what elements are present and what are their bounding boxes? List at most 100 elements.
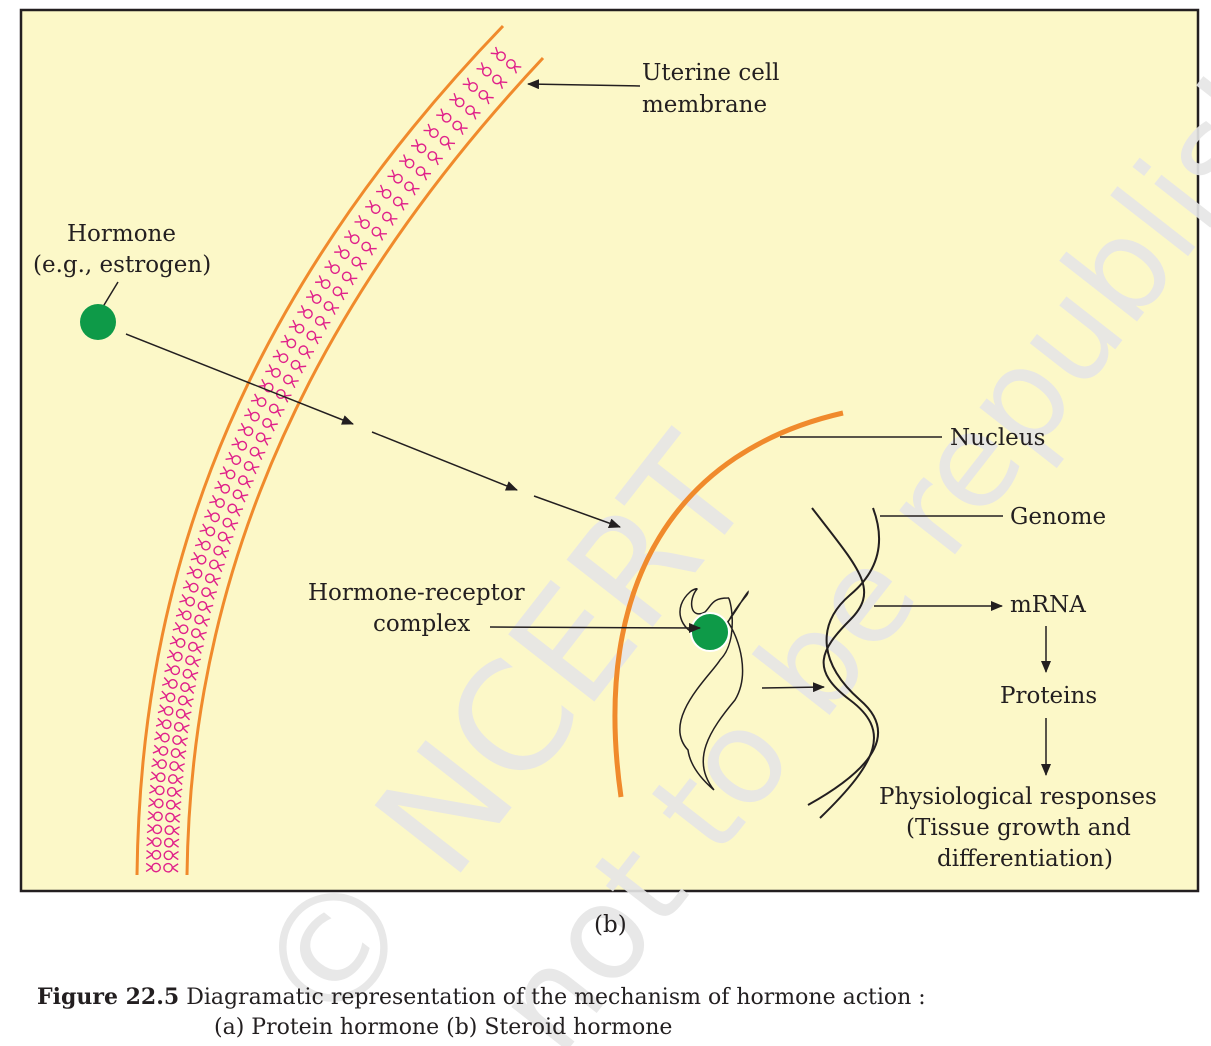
receptor-glyph <box>147 810 163 822</box>
receptor-glyph <box>219 466 236 480</box>
receptor-glyph <box>208 559 225 573</box>
hormone-path-arrow-3 <box>533 495 621 528</box>
receptor-glyph <box>492 74 508 89</box>
complex-pointer-arrow <box>489 622 701 633</box>
hormone-path-arrow-1 <box>125 333 354 425</box>
receptor-glyph <box>222 517 239 531</box>
proteins-label: Proteins <box>1000 683 1097 709</box>
membrane-outer-line <box>135 24 505 876</box>
membrane-label-line2: membrane <box>642 92 767 118</box>
receptor-glyph <box>376 184 392 199</box>
receptor-glyph <box>213 545 230 559</box>
receptor-glyph <box>151 758 167 770</box>
receptor-glyph <box>190 628 207 641</box>
receptor-glyph <box>387 169 403 184</box>
receptor-glyph <box>476 62 492 77</box>
hormone-molecule <box>80 304 116 340</box>
receptor-glyph <box>314 315 331 330</box>
receptor-glyph <box>149 771 166 783</box>
receptor-glyph <box>280 334 297 349</box>
receptor-glyph <box>175 607 192 621</box>
receptor-glyph <box>423 123 439 138</box>
receptor-glyph <box>161 677 178 689</box>
receptor-glyph <box>265 364 281 378</box>
responses-label-line2: (Tissue growth and <box>906 815 1131 841</box>
receptor-glyph <box>344 230 360 245</box>
receptor-glyph <box>478 89 494 105</box>
receptor-glyph <box>306 330 323 345</box>
receptor-glyph <box>164 825 180 836</box>
receptor-glyph <box>204 509 220 523</box>
membrane-label-line1: Uterine cell <box>642 60 780 86</box>
membrane-pointer-arrow <box>527 79 641 90</box>
receptor-glyph <box>214 480 231 494</box>
receptor-glyph <box>180 682 196 694</box>
receptor-glyph <box>186 565 203 579</box>
receptor-glyph <box>315 275 331 290</box>
receptor-glyph <box>392 196 409 211</box>
receptor-glyph <box>225 451 242 465</box>
receptor-glyph <box>283 374 299 389</box>
genome-label: Genome <box>1010 504 1106 530</box>
receptor-glyph <box>334 245 350 260</box>
panel-label: (b) <box>594 912 627 938</box>
responses-label-line1: Physiological responses <box>879 784 1157 810</box>
receptor-protein <box>679 588 749 791</box>
receptor-glyph <box>227 503 244 517</box>
receptor-glyph <box>194 614 211 627</box>
receptor-glyph <box>506 59 522 74</box>
receptor-glyph <box>365 199 381 214</box>
receptor-glyph <box>185 655 201 668</box>
receptor-glyph <box>163 862 179 873</box>
figure-caption: Figure 22.5 Diagramatic representation o… <box>37 982 1187 1043</box>
receptor-glyph <box>159 690 176 703</box>
receptor-glyph <box>197 600 214 614</box>
receptor-glyph <box>237 422 254 437</box>
receptor-glyph <box>427 151 443 166</box>
membrane-inner-line <box>185 56 545 876</box>
receptor-glyph <box>250 393 267 407</box>
receptor-glyph <box>194 537 211 551</box>
receptor-glyph <box>204 573 221 586</box>
receptor-glyph <box>381 211 398 226</box>
receptor-glyph <box>217 531 234 545</box>
receptor-glyph <box>341 271 358 286</box>
receptor-glyph <box>465 105 481 120</box>
receptor-glyph <box>415 166 432 181</box>
receptor-glyph <box>436 108 452 123</box>
receptor-glyph <box>243 461 260 475</box>
receptor-glyph <box>255 432 272 446</box>
receptor-glyph <box>272 349 289 364</box>
receptor-glyph <box>166 786 183 798</box>
receptor-glyph <box>182 580 199 593</box>
receptor-glyph <box>490 46 506 62</box>
receptor-glyph <box>146 837 162 848</box>
genome-strand-1 <box>811 507 875 819</box>
figure-number: Figure 22.5 <box>37 984 180 1010</box>
complex-to-genome-arrow <box>761 682 825 693</box>
receptor-glyph <box>323 301 340 315</box>
receptor-glyph <box>169 635 186 648</box>
receptor-glyph <box>232 489 249 503</box>
receptor-glyph <box>399 154 415 169</box>
receptor-glyph <box>351 256 367 271</box>
receptor-glyph <box>404 181 420 196</box>
responses-label-line3: differentiation) <box>937 846 1113 872</box>
receptor-glyph <box>172 621 189 635</box>
caption-line2: (a) Protein hormone (b) Steroid hormone <box>214 1015 673 1040</box>
membrane-receptors <box>145 46 522 873</box>
receptor-glyph <box>306 290 322 304</box>
receptor-glyph <box>172 735 188 747</box>
receptor-glyph <box>290 359 307 374</box>
receptor-glyph <box>175 708 192 721</box>
receptor-glyph <box>209 494 225 508</box>
receptor-glyph <box>145 849 162 860</box>
hormone-label-line1: Hormone <box>67 221 176 247</box>
receptor-glyph <box>361 241 377 256</box>
receptor-glyph <box>371 226 387 241</box>
receptor-glyph <box>332 286 349 301</box>
receptor-glyph <box>268 403 285 418</box>
receptor-glyph <box>148 797 164 809</box>
receptor-glyph <box>231 437 248 451</box>
